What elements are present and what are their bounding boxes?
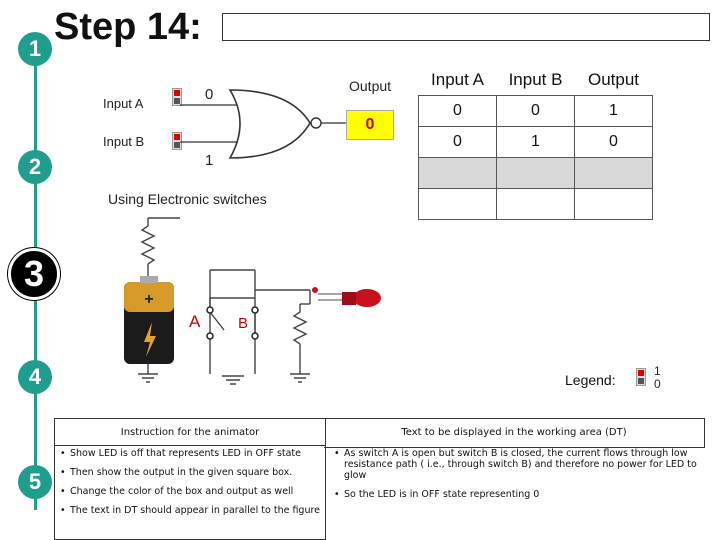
nor-gate-bubble <box>310 117 322 129</box>
truth-table-header: Output <box>587 70 640 89</box>
switch-b-label: B <box>238 315 249 332</box>
led-icon <box>353 289 381 307</box>
table-cell[interactable] <box>574 188 653 220</box>
list-item: Show LED is off that represents LED in O… <box>60 448 328 459</box>
output-value-box[interactable]: 0 <box>346 110 394 140</box>
legend-top-value: 1 <box>654 364 661 378</box>
dt-title: Text to be displayed in the working area… <box>401 427 627 438</box>
step-4-badge[interactable]: 4 <box>18 360 52 394</box>
output-label: Output <box>349 78 392 94</box>
instruction-title: Instruction for the animator <box>120 427 260 438</box>
switch-circuit: + <box>124 217 381 385</box>
table-row <box>418 188 653 220</box>
list-item: The text in DT should appear in parallel… <box>60 505 328 516</box>
step-5-badge[interactable]: 5 <box>18 465 52 499</box>
page-title: Step 14: <box>54 6 202 48</box>
battery-resistor <box>140 225 156 265</box>
legend-label: Legend: <box>565 372 616 388</box>
switch-a-open <box>209 311 225 331</box>
input-a-switch[interactable] <box>172 88 182 106</box>
input-a-label: Input A <box>103 96 144 111</box>
list-item: So the LED is in OFF state representing … <box>334 489 704 500</box>
table-row: 0 0 1 <box>418 95 653 127</box>
table-row: 0 1 0 <box>418 126 653 158</box>
nor-gate-body <box>228 89 311 159</box>
truth-table: Input A Input B Output 0 0 1 0 1 0 <box>418 65 653 220</box>
table-cell[interactable] <box>574 157 653 189</box>
dt-list: As switch A is open but switch B is clos… <box>332 448 704 508</box>
table-cell: 0 <box>418 126 497 158</box>
ground-symbols <box>138 373 310 385</box>
instruction-list: Show LED is off that represents LED in O… <box>58 448 328 524</box>
switch-b-contact <box>251 306 259 314</box>
table-cell[interactable] <box>496 188 575 220</box>
list-item: Change the color of the box and output a… <box>60 486 328 497</box>
table-cell: 0 <box>496 95 575 127</box>
input-a-value: 0 <box>205 86 214 103</box>
truth-table-header: Input A <box>431 70 484 89</box>
legend-switch-icon <box>636 368 646 386</box>
step-1-badge[interactable]: 1 <box>18 32 52 66</box>
table-row <box>418 157 653 189</box>
truth-table-header: Input B <box>508 70 563 89</box>
lightning-icon <box>144 322 156 357</box>
legend-bottom-value: 0 <box>654 377 661 391</box>
circuit-subtitle: Using Electronic switches <box>108 191 267 207</box>
step-2-badge[interactable]: 2 <box>18 150 52 184</box>
svg-text:+: + <box>144 291 153 308</box>
table-cell: 0 <box>418 95 497 127</box>
list-item: Then show the output in the given square… <box>60 467 328 478</box>
list-item: As switch A is open but switch B is clos… <box>334 448 704 481</box>
switch-a-label: A <box>189 312 201 331</box>
table-cell[interactable] <box>496 157 575 189</box>
table-cell: 0 <box>574 126 653 158</box>
input-b-value: 1 <box>205 152 214 169</box>
input-b-switch[interactable] <box>172 132 182 150</box>
led-resistor <box>292 304 308 345</box>
dt-panel: Text to be displayed in the working area… <box>324 418 705 448</box>
step-3-badge[interactable]: 3 <box>8 248 60 300</box>
table-cell: 1 <box>496 126 575 158</box>
table-cell[interactable] <box>418 188 497 220</box>
nor-gate <box>180 89 346 159</box>
switch-a-contact <box>206 306 214 314</box>
table-cell[interactable] <box>418 157 497 189</box>
input-b-label: Input B <box>103 134 145 149</box>
title-text-box[interactable] <box>222 13 710 41</box>
table-cell: 1 <box>574 95 653 127</box>
